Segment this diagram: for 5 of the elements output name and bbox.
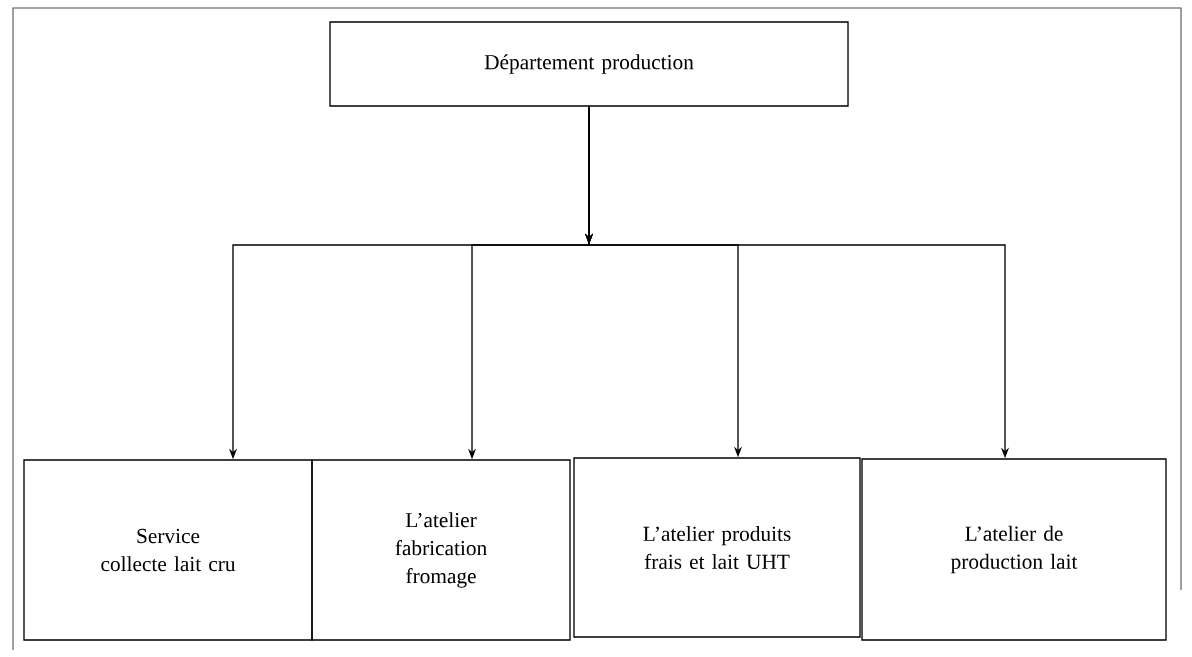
- org-box: Service collecte lait cru: [23, 459, 313, 641]
- org-box: L’atelier de production lait: [861, 458, 1167, 641]
- org-box: L’atelier fabrication fromage: [311, 459, 571, 641]
- org-box: Département production: [329, 21, 849, 107]
- org-box: L’atelier produits frais et lait UHT: [573, 457, 861, 638]
